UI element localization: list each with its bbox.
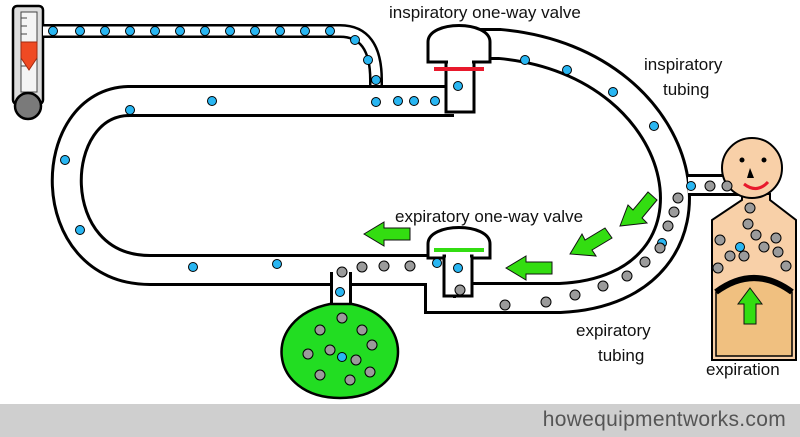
green-arrow-icon	[363, 191, 763, 325]
oxygen-molecule	[393, 96, 403, 106]
oxygen-molecule	[100, 26, 110, 36]
co2-molecule	[302, 348, 314, 360]
co2-molecule	[724, 250, 736, 262]
oxygen-molecule	[432, 258, 442, 268]
co2-molecule	[738, 250, 750, 262]
patient-icon	[711, 137, 797, 361]
co2-molecule	[344, 374, 356, 386]
inspiratory-tubing-label-line2: tubing	[663, 80, 710, 99]
co2-molecule	[621, 270, 633, 282]
co2-molecule	[404, 260, 416, 272]
oxygen-molecule	[225, 26, 235, 36]
oxygen-molecule	[686, 181, 696, 191]
oxygen-molecule	[562, 65, 572, 75]
co2-molecule	[662, 220, 674, 232]
oxygen-molecule	[350, 35, 360, 45]
oxygen-molecule	[200, 26, 210, 36]
co2-molecule	[336, 312, 348, 324]
co2-molecules	[302, 180, 792, 386]
co2-molecule	[750, 229, 762, 241]
expiratory-tubing-label-line1: expiratory	[576, 321, 651, 340]
co2-molecule	[742, 218, 754, 230]
co2-molecule	[366, 339, 378, 351]
oxygen-molecule	[430, 96, 440, 106]
oxygen-molecule	[48, 26, 58, 36]
oxygen-molecule	[371, 97, 381, 107]
co2-molecule	[780, 260, 792, 272]
oxygen-molecule	[188, 262, 198, 272]
oxygen-molecule	[325, 26, 335, 36]
oxygen-molecule	[371, 75, 381, 85]
co2-molecule	[540, 296, 552, 308]
oxygen-molecule	[735, 242, 745, 252]
oxygen-molecule	[453, 263, 463, 273]
footer-bar: howequipmentworks.com	[0, 404, 800, 437]
oxygen-molecule	[207, 96, 217, 106]
co2-molecule	[639, 256, 651, 268]
oxygen-molecule	[520, 55, 530, 65]
oxygen-molecule	[363, 55, 373, 65]
co2-molecule	[672, 192, 684, 204]
co2-molecule	[714, 234, 726, 246]
oxygen-molecule	[409, 96, 419, 106]
co2-molecule	[758, 241, 770, 253]
co2-molecule	[668, 206, 680, 218]
oxygen-molecule	[649, 121, 659, 131]
co2-molecule	[770, 232, 782, 244]
oxygen-molecule	[453, 81, 463, 91]
oxygen-molecules	[48, 26, 745, 362]
co2-molecule	[569, 289, 581, 301]
oxygen-molecule	[300, 26, 310, 36]
co2-molecule	[454, 284, 466, 296]
co2-molecule	[324, 344, 336, 356]
inspiratory-valve	[426, 24, 492, 114]
co2-molecule	[350, 354, 362, 366]
co2-molecule	[597, 280, 609, 292]
oxygen-molecule	[275, 26, 285, 36]
oxygen-molecule	[337, 352, 347, 362]
oxygen-molecule	[250, 26, 260, 36]
co2-molecule	[364, 366, 376, 378]
co2-molecule	[336, 266, 348, 278]
co2-molecule	[356, 261, 368, 273]
co2-molecule	[314, 324, 326, 336]
co2-molecule	[499, 299, 511, 311]
flowmeter-icon	[11, 4, 45, 121]
co2-molecule	[772, 246, 784, 258]
inspiratory-valve-label: inspiratory one-way valve	[389, 3, 581, 22]
oxygen-molecule	[272, 259, 282, 269]
oxygen-molecule	[150, 26, 160, 36]
co2-molecule	[654, 242, 666, 254]
co2-molecule	[378, 260, 390, 272]
expiration-label: expiration	[706, 360, 780, 379]
footer-site-name: howequipmentworks.com	[542, 408, 786, 431]
inspiratory-tubing-label-line1: inspiratory	[644, 55, 723, 74]
oxygen-molecule	[75, 225, 85, 235]
co2-molecule	[314, 369, 326, 381]
oxygen-molecule	[60, 155, 70, 165]
expiratory-tubing-label-line2: tubing	[598, 346, 645, 365]
oxygen-molecule	[75, 26, 85, 36]
co2-molecule	[744, 202, 756, 214]
co2-molecule	[712, 262, 724, 274]
oxygen-molecule	[335, 287, 345, 297]
co2-molecule	[704, 180, 716, 192]
expiratory-valve-label: expiratory one-way valve	[395, 207, 584, 226]
oxygen-molecule	[608, 87, 618, 97]
oxygen-molecule	[125, 105, 135, 115]
co2-molecule	[721, 180, 733, 192]
oxygen-molecule	[125, 26, 135, 36]
oxygen-molecule	[175, 26, 185, 36]
co2-molecule	[356, 324, 368, 336]
